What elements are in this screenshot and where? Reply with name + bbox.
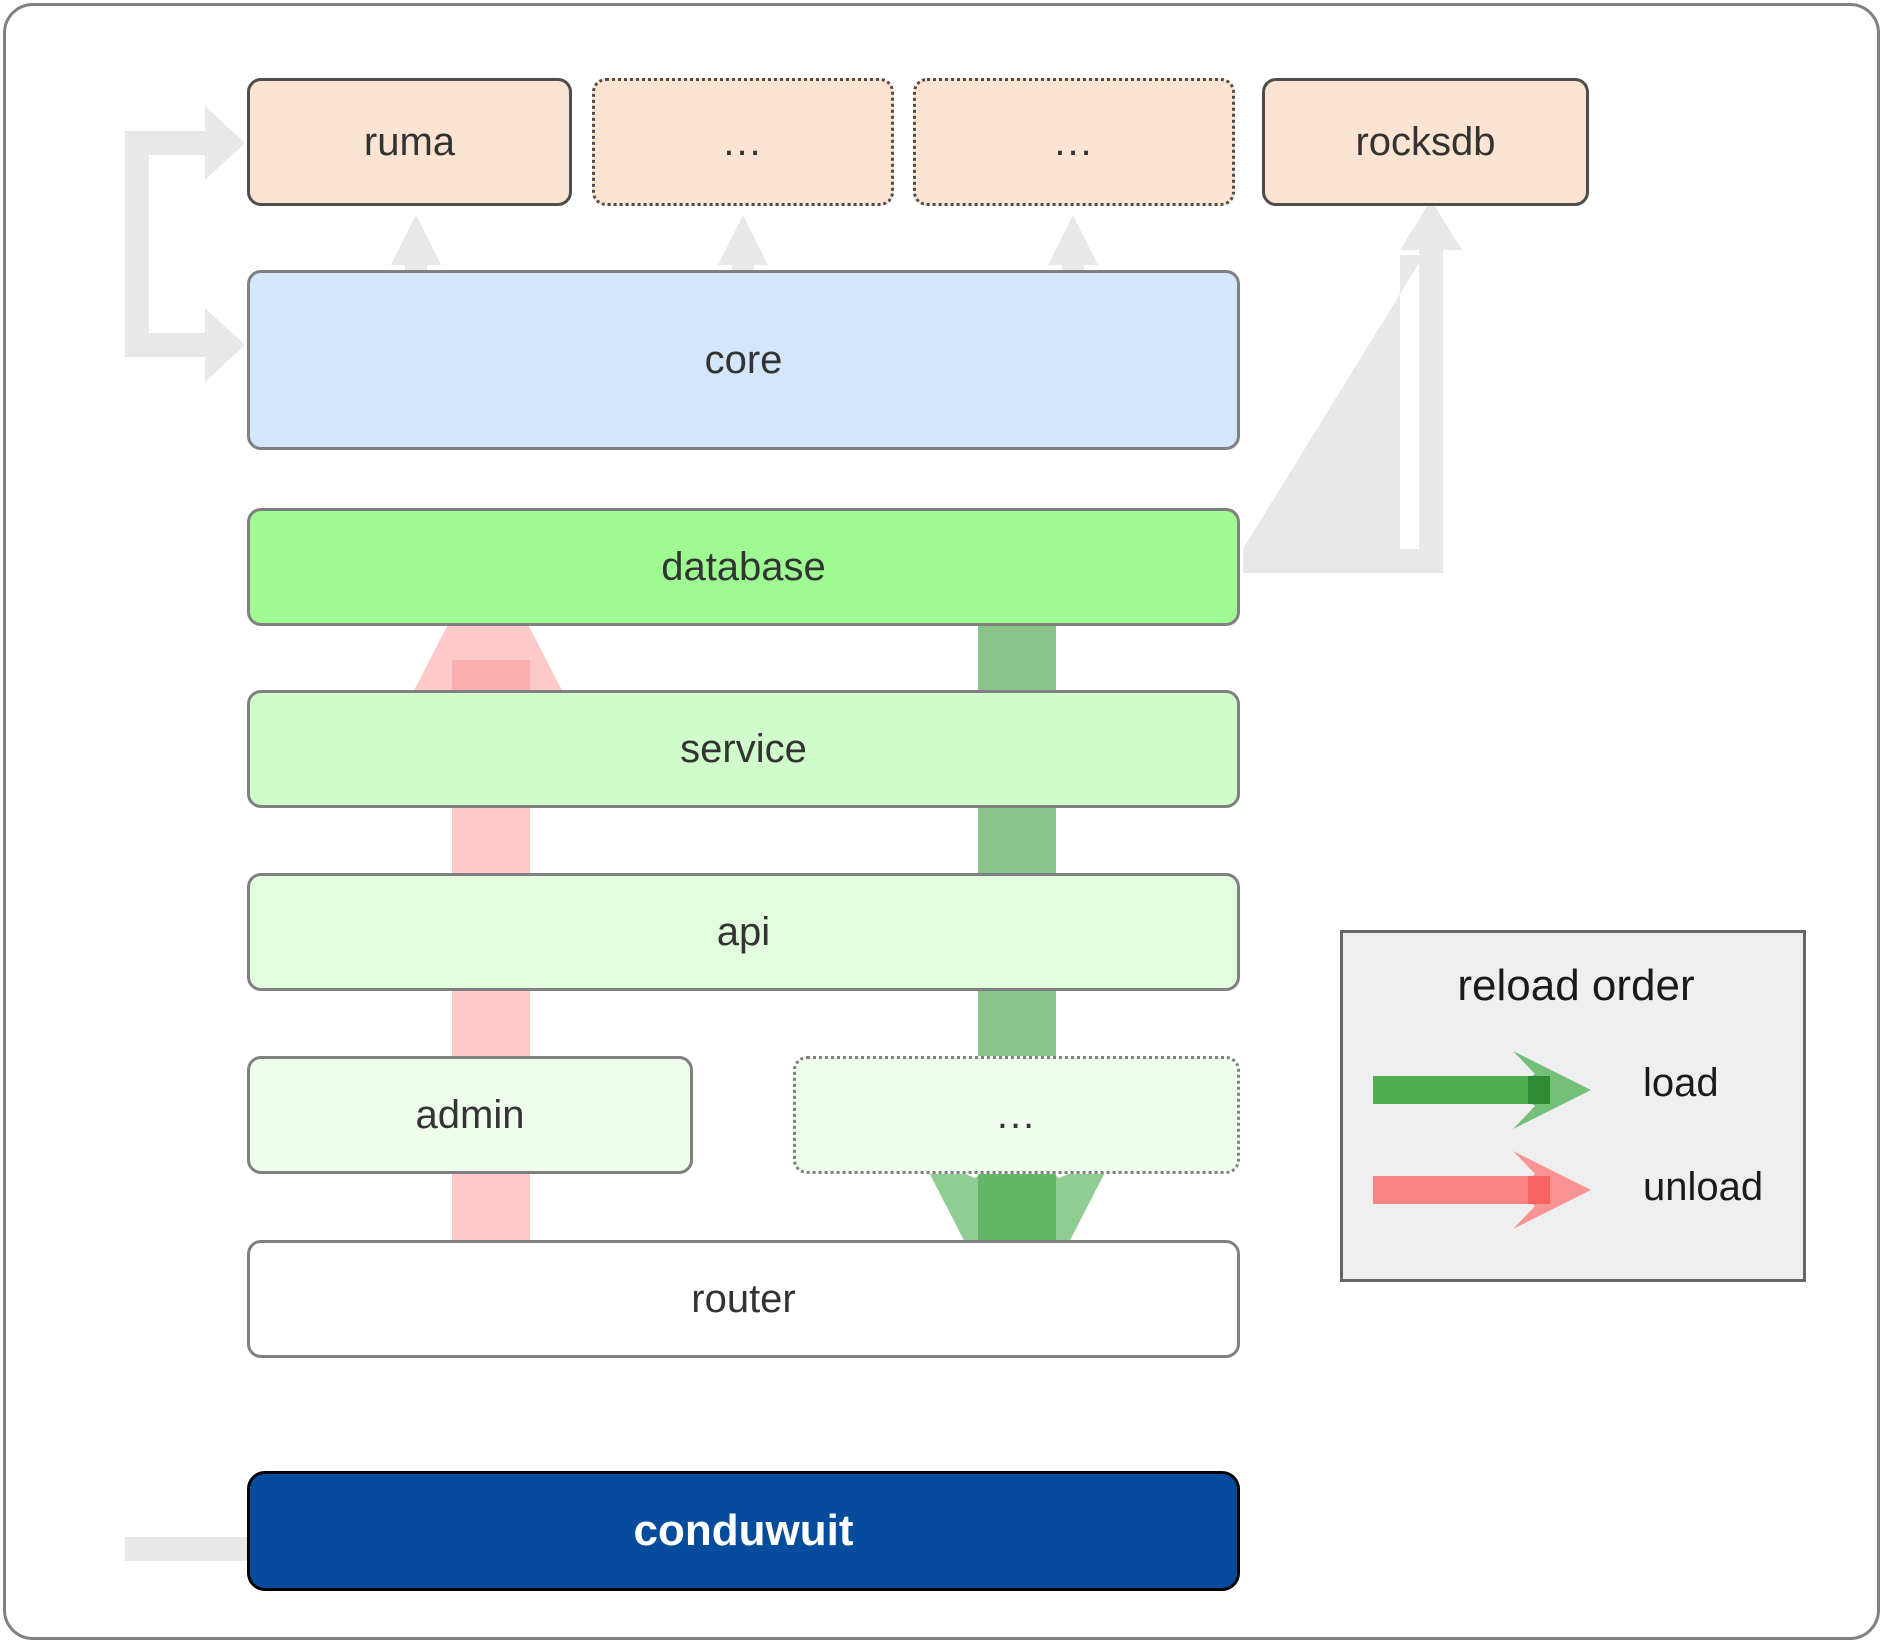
node-dep-more-1-label: ... <box>723 119 763 164</box>
node-database[interactable]: database <box>247 508 1240 626</box>
node-router[interactable]: router <box>247 1240 1240 1358</box>
node-dep-more-2[interactable]: ... <box>913 78 1235 206</box>
node-leaf-more[interactable]: ... <box>793 1056 1240 1174</box>
legend-title: reload order <box>1457 961 1695 1010</box>
diagram-frame <box>3 3 1880 1640</box>
node-rocksdb[interactable]: rocksdb <box>1262 78 1589 206</box>
node-api[interactable]: api <box>247 873 1240 991</box>
node-admin-label: admin <box>415 1092 525 1137</box>
node-ruma[interactable]: ruma <box>247 78 572 206</box>
legend-unload-arrow <box>1373 1151 1591 1229</box>
node-service[interactable]: service <box>247 690 1240 808</box>
node-core-label: core <box>704 337 783 382</box>
node-dep-more-1[interactable]: ... <box>592 78 894 206</box>
node-admin[interactable]: admin <box>247 1056 693 1174</box>
node-conduwuit-label: conduwuit <box>633 1506 854 1555</box>
node-dep-more-2-label: ... <box>1054 119 1094 164</box>
legend-unload-label: unload <box>1643 1165 1764 1209</box>
node-ruma-label: ruma <box>363 119 456 164</box>
node-core[interactable]: core <box>247 270 1240 450</box>
node-leaf-more-label: ... <box>996 1092 1037 1137</box>
node-api-label: api <box>716 909 771 954</box>
legend-arrow-graphics <box>1373 1051 1591 1229</box>
legend-reload-order: reload order load unload <box>1340 930 1806 1282</box>
node-rocksdb-label: rocksdb <box>1355 119 1496 164</box>
legend-load-arrow <box>1373 1051 1591 1129</box>
legend-load-label: load <box>1643 1061 1719 1105</box>
node-router-label: router <box>691 1276 796 1321</box>
node-database-label: database <box>661 544 826 589</box>
node-service-label: service <box>680 726 807 771</box>
node-conduwuit[interactable]: conduwuit <box>247 1471 1240 1591</box>
